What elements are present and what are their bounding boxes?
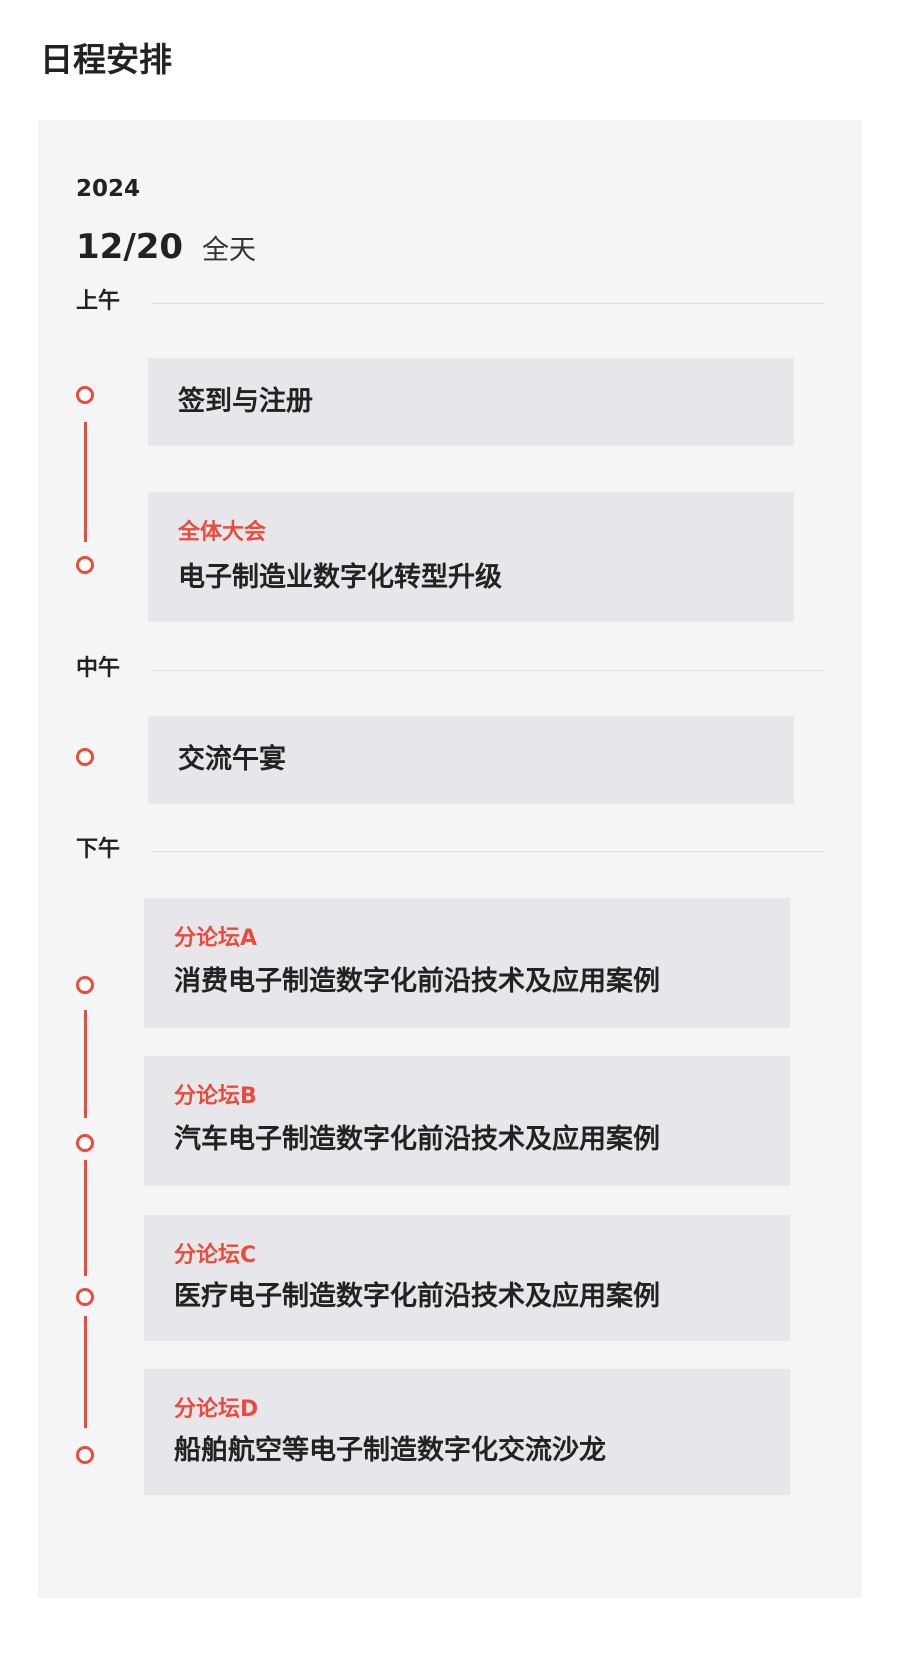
timeline-line: [84, 1316, 87, 1428]
session-tag: 分论坛A: [174, 926, 258, 951]
session-card-forum-d[interactable]: 分论坛D 船舶航空等电子制造数字化交流沙龙: [144, 1369, 790, 1495]
timeline-dot: [76, 748, 94, 766]
session-title: 汽车电子制造数字化前沿技术及应用案例: [174, 1124, 660, 1155]
session-title: 签到与注册: [178, 386, 313, 417]
timeline-dot: [76, 386, 94, 404]
session-tag: 全体大会: [178, 520, 267, 545]
session-card-plenary[interactable]: 全体大会 电子制造业数字化转型升级: [148, 492, 794, 622]
session-tag: 分论坛C: [174, 1243, 257, 1268]
session-title: 消费电子制造数字化前沿技术及应用案例: [174, 966, 660, 997]
period-label-afternoon: 下午: [76, 837, 121, 862]
session-title: 船舶航空等电子制造数字化交流沙龙: [174, 1435, 606, 1466]
period-label-morning: 上午: [76, 289, 121, 314]
session-title: 医疗电子制造数字化前沿技术及应用案例: [174, 1281, 660, 1312]
period-label-noon: 中午: [76, 656, 121, 681]
period-divider-noon: [152, 670, 824, 671]
timeline-dot: [76, 1288, 94, 1306]
timeline-line: [84, 422, 87, 542]
session-card-forum-a[interactable]: 分论坛A 消费电子制造数字化前沿技术及应用案例: [144, 898, 790, 1028]
timeline-line: [84, 1010, 87, 1118]
session-tag: 分论坛B: [174, 1084, 257, 1109]
schedule-duration: 全天: [202, 235, 256, 266]
timeline-dot: [76, 1134, 94, 1152]
session-tag: 分论坛D: [174, 1397, 259, 1422]
session-card-lunch[interactable]: 交流午宴: [148, 716, 794, 804]
page-title: 日程安排: [40, 40, 172, 79]
timeline-dot: [76, 1446, 94, 1464]
period-divider-afternoon: [152, 851, 824, 852]
session-card-forum-b[interactable]: 分论坛B 汽车电子制造数字化前沿技术及应用案例: [144, 1056, 790, 1186]
timeline-dot: [76, 556, 94, 574]
period-divider-morning: [152, 303, 824, 304]
schedule-year: 2024: [76, 176, 141, 202]
schedule-date: 12/20: [76, 227, 184, 267]
session-title: 交流午宴: [178, 744, 286, 775]
session-card-checkin[interactable]: 签到与注册: [148, 358, 794, 446]
session-title: 电子制造业数字化转型升级: [178, 562, 502, 593]
timeline-line: [84, 1160, 87, 1276]
timeline-dot: [76, 976, 94, 994]
session-card-forum-c[interactable]: 分论坛C 医疗电子制造数字化前沿技术及应用案例: [144, 1215, 790, 1341]
